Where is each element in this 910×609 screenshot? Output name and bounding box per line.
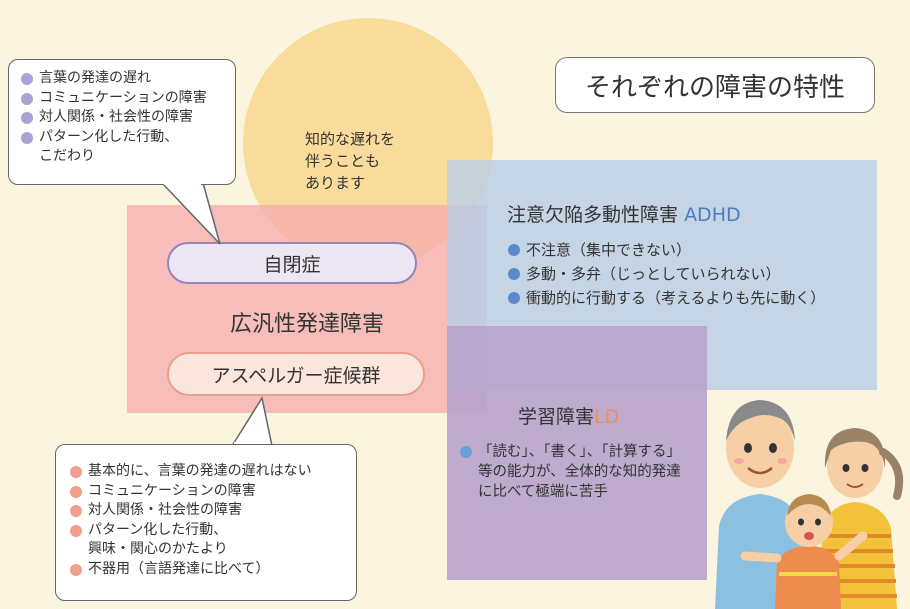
bullet-dot-icon — [460, 446, 472, 458]
mother-figure — [817, 428, 904, 609]
asperger-characteristic: 対人関係・社会性の障害 — [68, 501, 344, 521]
bullet-dot-icon — [21, 112, 33, 124]
asperger-characteristic: 不器用（言語発達に比べて） — [68, 560, 344, 580]
bullet-dot-icon — [508, 244, 520, 256]
adhd-characteristic: 多動・多弁（じっとしていられない） — [506, 262, 825, 286]
asperger-characteristic: 基本的に、言葉の発達の遅れはない — [68, 462, 344, 482]
bullet-dot-icon — [70, 524, 82, 537]
child-figure — [740, 494, 868, 609]
autism-characteristic: 対人関係・社会性の障害 — [19, 108, 225, 128]
intellectual-delay-text: 知的な遅れを 伴うことも あります — [305, 130, 396, 192]
family-illustration — [715, 400, 904, 609]
bullet-dot-icon — [70, 505, 82, 517]
ld-characteristics-list: 「読む」、「書く」、「計算する」等の能力が、全体的な知的発達に比べて極端に苦手 — [458, 442, 681, 502]
asperger-characteristic: コミュニケーションの障害 — [68, 482, 344, 502]
autism-characteristic: パターン化した行動、こだわり — [19, 128, 225, 167]
asperger-label: アスペルガー症候群 — [167, 352, 425, 396]
adhd-title: 注意欠陥多動性障害 ADHD — [507, 204, 741, 226]
bullet-dot-icon — [70, 485, 82, 498]
diagram-title: それぞれの障害の特性 — [555, 57, 875, 113]
bullet-dot-icon — [70, 563, 82, 576]
pdd-label: 広汎性発達障害 — [229, 312, 384, 337]
autism-callout: 言葉の発達の遅れコミュニケーションの障害対人関係・社会性の障害パターン化した行動… — [8, 59, 236, 185]
ld-title: 学習障害LD — [518, 406, 620, 428]
father-figure — [715, 400, 803, 609]
asperger-characteristic: パターン化した行動、興味・関心のかたより — [68, 521, 344, 560]
autism-characteristics-list: 言葉の発達の遅れコミュニケーションの障害対人関係・社会性の障害パターン化した行動… — [19, 69, 225, 167]
bullet-dot-icon — [21, 92, 33, 105]
bullet-dot-icon — [70, 466, 82, 478]
asperger-callout: 基本的に、言葉の発達の遅れはないコミュニケーションの障害対人関係・社会性の障害パ… — [55, 444, 357, 601]
bullet-dot-icon — [508, 292, 520, 304]
autism-characteristic: 言葉の発達の遅れ — [19, 69, 225, 89]
autism-characteristic: コミュニケーションの障害 — [19, 89, 225, 109]
adhd-characteristic: 不注意（集中できない） — [506, 238, 825, 262]
bullet-dot-icon — [508, 268, 520, 280]
autism-label: 自閉症 — [167, 242, 417, 284]
bullet-dot-icon — [21, 73, 33, 85]
ld-characteristic: 「読む」、「書く」、「計算する」等の能力が、全体的な知的発達に比べて極端に苦手 — [458, 442, 681, 502]
ld-area — [447, 326, 707, 580]
asperger-characteristics-list: 基本的に、言葉の発達の遅れはないコミュニケーションの障害対人関係・社会性の障害パ… — [68, 462, 344, 579]
adhd-characteristic: 衝動的に行動する（考えるよりも先に動く） — [506, 286, 825, 310]
bullet-dot-icon — [21, 131, 33, 144]
adhd-characteristics-list: 不注意（集中できない）多動・多弁（じっとしていられない）衝動的に行動する（考える… — [506, 238, 825, 310]
